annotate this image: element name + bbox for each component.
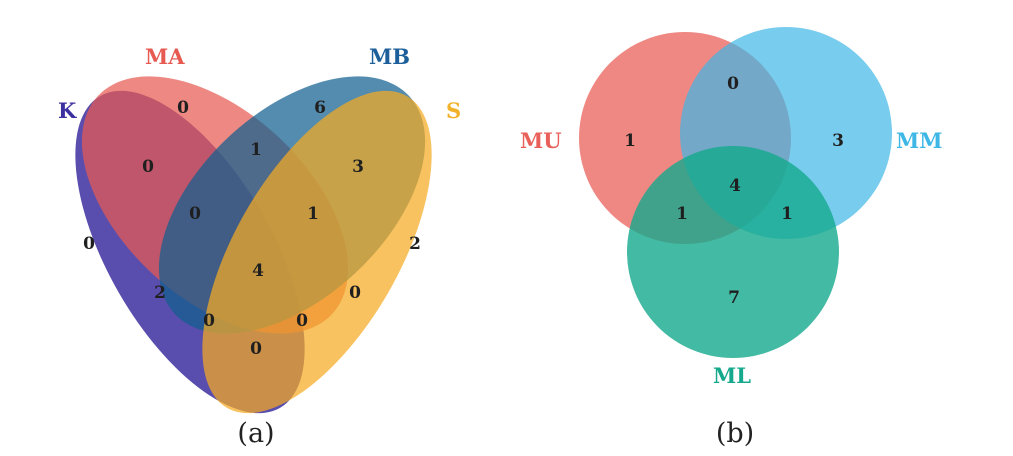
- panel-b-caption: (b): [716, 418, 754, 449]
- region-k-mb: 2: [154, 283, 166, 303]
- region-ma-only: 0: [177, 98, 189, 118]
- set-label-s: S: [446, 98, 461, 123]
- region-mu-only: 1: [624, 131, 636, 151]
- region-ma-mb: 1: [250, 140, 262, 160]
- region-all-four: 4: [252, 261, 264, 281]
- region-k-only: 0: [83, 234, 95, 254]
- region-mm-only: 3: [832, 131, 844, 151]
- panel-b-venn: MU MM ML 1 3 7 0 1 1 4 (b): [520, 27, 943, 449]
- region-all-three: 4: [729, 176, 741, 196]
- region-k-s: 0: [250, 339, 262, 359]
- region-mu-mm: 0: [727, 74, 739, 94]
- set-label-ma: MA: [145, 44, 185, 69]
- panel-a-venn: K MA MB S 0 6 2 0 0 1 3 0 1 4 2 0 0 0 0 …: [58, 44, 461, 449]
- set-label-ml: ML: [713, 363, 751, 388]
- region-k-ma: 0: [142, 157, 154, 177]
- region-mm-ml: 1: [781, 204, 793, 224]
- region-k-mb-s: 0: [203, 311, 215, 331]
- region-mb-s: 3: [352, 157, 364, 177]
- panel-a-caption: (a): [237, 418, 274, 449]
- set-label-mu: MU: [520, 128, 562, 153]
- region-ma-s: 0: [349, 283, 361, 303]
- set-s-ellipse: [202, 90, 432, 414]
- region-ml-only: 7: [728, 288, 740, 308]
- set-ml-circle: [627, 146, 839, 358]
- region-ma-mb-s: 1: [307, 204, 319, 224]
- set-label-k: K: [58, 98, 77, 123]
- set-label-mm: MM: [896, 128, 943, 153]
- region-mu-ml: 1: [676, 204, 688, 224]
- set-label-mb: MB: [369, 44, 410, 69]
- region-k-ma-s: 0: [296, 311, 308, 331]
- region-k-ma-mb: 0: [189, 204, 201, 224]
- region-s-only: 2: [409, 234, 421, 254]
- region-mb-only: 6: [314, 98, 326, 118]
